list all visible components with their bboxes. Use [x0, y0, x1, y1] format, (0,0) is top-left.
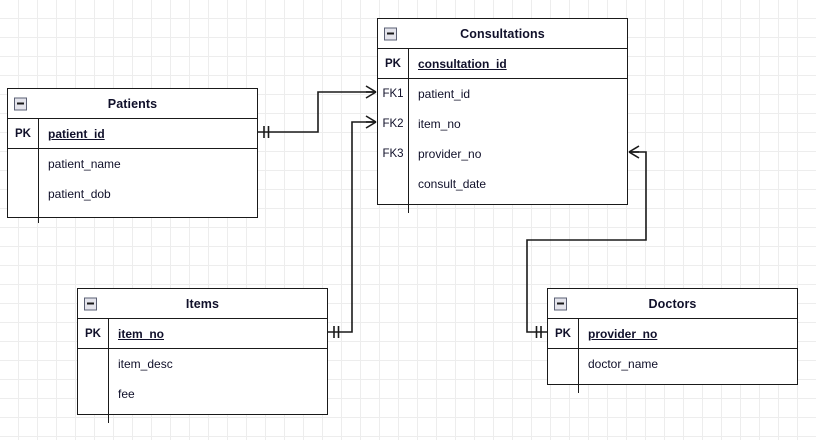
entity-header-doctors: Doctors	[548, 289, 797, 319]
attribute-key	[8, 149, 39, 179]
attribute-row[interactable]: item_desc	[78, 349, 327, 379]
attribute-name: fee	[118, 387, 135, 401]
attribute-row[interactable]: PK consultation_id	[378, 49, 627, 79]
entity-title: Patients	[107, 96, 158, 111]
attribute-key	[78, 379, 109, 409]
minus-square-icon[interactable]	[384, 27, 397, 40]
attribute-row-empty	[548, 379, 797, 393]
entity-consultations[interactable]: Consultations PK consultation_id FK1 pat…	[377, 18, 628, 213]
entity-body-consultations: PK consultation_id FK1 patient_id FK2 it…	[378, 49, 627, 213]
attribute-name: doctor_name	[588, 357, 659, 371]
attribute-row[interactable]: PK item_no	[78, 319, 327, 349]
attribute-key: FK3	[378, 139, 409, 169]
attribute-name-empty	[109, 409, 327, 423]
attribute-key-empty	[78, 409, 109, 423]
entity-items[interactable]: Items PK item_no item_desc fee	[77, 288, 328, 423]
connector-doctors-consultations	[526, 145, 647, 338]
attribute-name: consult_date	[418, 177, 487, 191]
attribute-name: patient_dob	[48, 187, 111, 201]
attribute-name: item_no	[418, 117, 461, 131]
entity-header-items: Items	[78, 289, 327, 319]
attribute-name: item_no	[118, 326, 165, 341]
minus-square-icon[interactable]	[14, 97, 27, 110]
attribute-key	[78, 349, 109, 379]
attribute-row[interactable]: patient_dob	[8, 179, 257, 209]
attribute-key: PK	[8, 119, 39, 148]
attribute-row[interactable]: patient_name	[8, 149, 257, 179]
attribute-row[interactable]: FK1 patient_id	[378, 79, 627, 109]
minus-square-icon[interactable]	[84, 297, 97, 310]
attribute-name: provider_no	[418, 147, 482, 161]
attribute-row-empty	[78, 409, 327, 423]
attribute-name-empty	[579, 379, 797, 393]
attribute-row[interactable]: PK patient_id	[8, 119, 257, 149]
attribute-key-empty	[378, 199, 409, 213]
attribute-row-empty	[378, 199, 627, 213]
attribute-row[interactable]: doctor_name	[548, 349, 797, 379]
attribute-key: PK	[548, 319, 579, 348]
attribute-name: consultation_id	[418, 56, 507, 71]
attribute-key: FK2	[378, 109, 409, 139]
entity-title: Doctors	[648, 296, 697, 311]
attribute-row-empty	[8, 209, 257, 223]
attribute-row[interactable]: consult_date	[378, 169, 627, 199]
attribute-key: PK	[78, 319, 109, 348]
attribute-row[interactable]: FK3 provider_no	[378, 139, 627, 169]
connector-items-consultations	[328, 115, 377, 338]
minus-square-icon[interactable]	[554, 297, 567, 310]
attribute-name: patient_name	[48, 157, 121, 171]
connector-patients-consultations	[258, 85, 377, 138]
attribute-key	[378, 169, 409, 199]
entity-doctors[interactable]: Doctors PK provider_no doctor_name	[547, 288, 798, 393]
attribute-key: PK	[378, 49, 409, 78]
attribute-name: patient_id	[48, 126, 105, 141]
attribute-row[interactable]: fee	[78, 379, 327, 409]
attribute-key-empty	[548, 379, 579, 393]
attribute-key-empty	[8, 209, 39, 223]
entity-body-patients: PK patient_id patient_name patient_dob	[8, 119, 257, 223]
attribute-name: provider_no	[588, 326, 658, 341]
attribute-key	[8, 179, 39, 209]
entity-title: Items	[185, 296, 220, 311]
attribute-name-empty	[409, 199, 627, 213]
attribute-key: FK1	[378, 79, 409, 109]
entity-title: Consultations	[460, 26, 545, 41]
entity-body-doctors: PK provider_no doctor_name	[548, 319, 797, 393]
attribute-row[interactable]: PK provider_no	[548, 319, 797, 349]
attribute-key	[548, 349, 579, 379]
entity-header-patients: Patients	[8, 89, 257, 119]
attribute-name: item_desc	[118, 357, 173, 371]
attribute-row[interactable]: FK2 item_no	[378, 109, 627, 139]
entity-patients[interactable]: Patients PK patient_id patient_name pati…	[7, 88, 258, 223]
attribute-name: patient_id	[418, 87, 471, 101]
attribute-name-empty	[39, 209, 257, 223]
entity-header-consultations: Consultations	[378, 19, 627, 49]
entity-body-items: PK item_no item_desc fee	[78, 319, 327, 423]
